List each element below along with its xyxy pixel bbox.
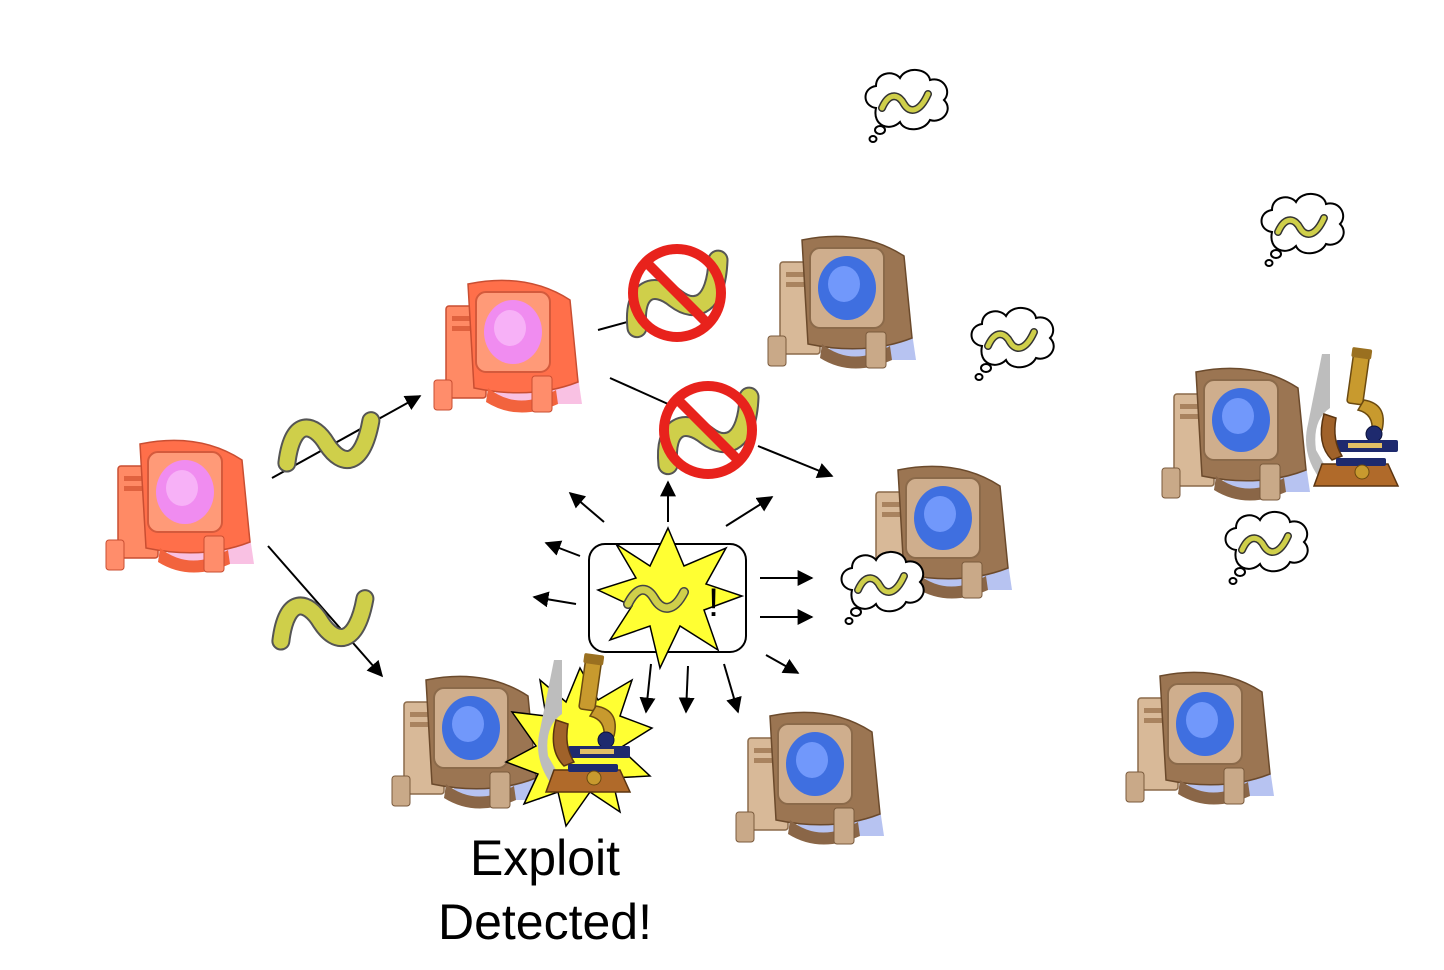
broadcast-arrows (532, 480, 814, 714)
worm-icon (275, 592, 372, 650)
infected-computer-icon (433, 279, 583, 414)
worm-icon (281, 414, 378, 472)
prohibit-icon (655, 386, 764, 475)
clean-computer-icon (1161, 367, 1311, 502)
svg-text:!: ! (708, 581, 719, 625)
microscope-icon (1305, 346, 1399, 487)
thought-bubble-icon (842, 552, 924, 624)
thought-bubble-icon (972, 308, 1054, 380)
caption-line-2: Detected! (437, 894, 652, 950)
propagation-arrows (267, 317, 834, 678)
thought-bubble-icon (1262, 194, 1344, 266)
clean-computer-icon (735, 711, 885, 846)
infected-computer-icon (105, 439, 255, 574)
caption-line-1: Exploit (469, 830, 621, 886)
thought-bubble-icon (1226, 512, 1308, 584)
exploit-detected-caption: Exploit Detected! (390, 826, 700, 954)
clean-computer-icon (1125, 671, 1275, 806)
thought-bubble-icon (866, 70, 948, 142)
clean-computer-icon (391, 675, 541, 810)
alert-burst-icon: ! (588, 526, 747, 671)
clean-computer-icon (767, 235, 917, 370)
prohibit-icon (624, 249, 733, 338)
